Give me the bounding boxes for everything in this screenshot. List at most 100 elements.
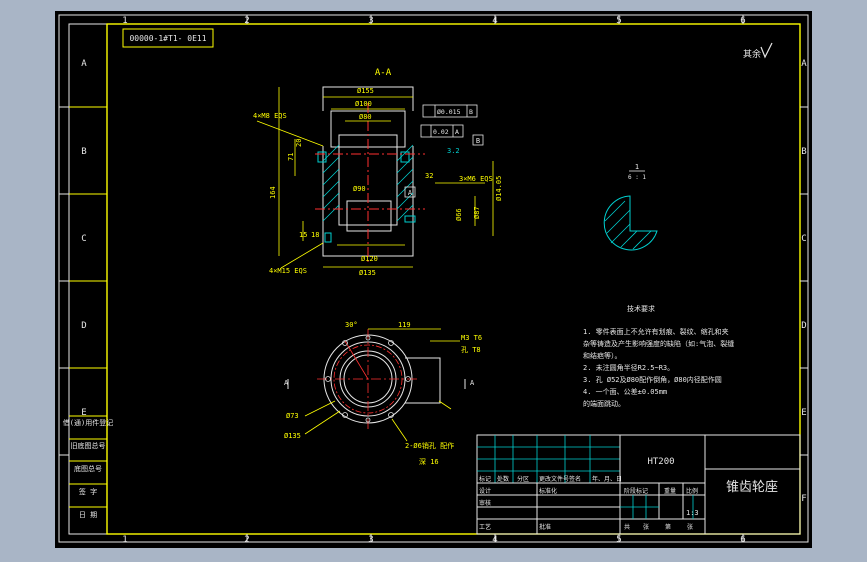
drawing-sheet: 1 2 3 4 5 6 1 2 3 4 5 6 A B C D E A B C …	[58, 14, 809, 545]
detail-label: 1	[635, 163, 639, 171]
zone-row-b-left: B	[81, 147, 86, 157]
zone-col-1-bottom: 1	[122, 535, 127, 545]
tb-label-7: 标准化	[539, 487, 557, 495]
tb-label-14: 共	[624, 523, 630, 531]
dim-len15: 15	[299, 231, 307, 239]
drawing-code-text: 00000-1#T1- 0E11	[129, 34, 206, 43]
datum-a-label: A	[408, 189, 413, 197]
tech-line-1: 杂等铸造及产生影响强度的缺陷（如:气泡、裂缝	[583, 339, 734, 348]
tb-label-4: 签名	[569, 475, 581, 483]
zone-col-3-top: 3	[368, 16, 373, 26]
plan-depth-note: 深 16	[419, 457, 439, 466]
roughness-check-icon	[760, 42, 773, 59]
tb-label-9: 重量	[664, 487, 676, 495]
drawing-canvas[interactable]: 1 2 3 4 5 6 1 2 3 4 5 6 A B C D E A B C …	[55, 11, 812, 548]
zone-row-a-left: A	[81, 59, 87, 69]
gdt-tol1-ref: B	[469, 108, 473, 116]
dim-len20: 20	[295, 139, 303, 147]
tech-line-0: 1. 零件表面上不允许有划痕、裂纹、缩孔和夹	[583, 327, 729, 336]
drawing-code-box	[122, 28, 214, 48]
detail-view: 1 6 : 1	[603, 163, 658, 251]
zone-row-e-right: E	[801, 408, 806, 418]
plan-hole: 孔 T8	[461, 346, 481, 354]
dim-d120: Ø120	[361, 255, 378, 263]
section-label: A-A	[375, 68, 392, 78]
tb-label-13: 批准	[539, 523, 551, 531]
tb-label-10: 比例	[686, 487, 698, 495]
zone-col-4-top: 4	[492, 16, 497, 26]
plan-len119: 119	[398, 321, 411, 329]
zone-col-2-top: 2	[244, 16, 249, 26]
tb-label-6: 设计	[479, 487, 491, 495]
zone-col-1-top: 1	[122, 16, 127, 26]
plan-pin-note: 2-Ø6销孔 配作	[405, 441, 454, 450]
dim-len32: 32	[425, 172, 433, 180]
tech-line-4: 3. 孔 Ø52及Ø80配作倒角，Ø80内径配作圆	[583, 375, 722, 384]
plan-m3: M3 T6	[461, 334, 482, 342]
zone-row-f-right: F	[801, 494, 806, 504]
zone-row-d-right: D	[801, 321, 806, 331]
detail-ratio: 6 : 1	[628, 174, 646, 181]
dim-d14: Ø14.05	[495, 176, 503, 201]
datum-a-box	[404, 186, 416, 198]
tech-line-6: 的端面跳动。	[583, 399, 625, 408]
tb-label-17: 张	[687, 523, 693, 531]
tb-label-12: 工艺	[479, 523, 491, 531]
dim-d90: Ø90	[353, 185, 366, 193]
outer-frame	[58, 14, 809, 543]
gdt-frame-2: 0.02 A	[420, 124, 464, 138]
dim-d80: Ø80	[359, 113, 372, 121]
dim-d135: Ø135	[359, 269, 376, 277]
plan-angle: 30°	[345, 321, 358, 329]
zone-row-e-left: E	[81, 408, 86, 418]
gdt-tol1: Ø0.015	[437, 108, 461, 116]
dim-len71: 71	[287, 153, 295, 161]
tech-line-3: 2. 未注圆角半径R2.5~R3。	[583, 363, 674, 372]
zone-col-6-bottom: 6	[740, 535, 745, 545]
tech-line-2: 和结疤等）。	[583, 351, 622, 360]
roughness-value: 3.2	[447, 147, 460, 155]
side-table-cell-4: 日 期	[79, 511, 97, 519]
tb-material: HT200	[647, 457, 674, 467]
zone-row-d-left: D	[81, 321, 86, 331]
plan-view	[287, 329, 466, 429]
section-view	[315, 86, 425, 263]
zone-col-5-top: 5	[616, 16, 621, 26]
dim-d66: Ø66	[455, 208, 463, 221]
datum-b-box	[472, 134, 484, 146]
dim-d87: Ø87	[473, 206, 481, 219]
zone-row-b-right: B	[801, 147, 806, 157]
cut-mark-a-right: A	[470, 379, 475, 387]
dim-m6: 3×M6 EQS	[459, 175, 493, 183]
tb-scale: 1:3	[686, 509, 699, 517]
dim-d100: Ø100	[355, 100, 372, 108]
dim-len18: 18	[311, 231, 319, 239]
zone-row-c-right: C	[801, 234, 806, 244]
dim-len164: 164	[269, 186, 277, 199]
side-table-cell-2: 底图总号	[74, 464, 102, 473]
zone-col-6-top: 6	[740, 16, 745, 26]
side-table-cell-0: 借(通)用件登记	[63, 418, 113, 427]
dim-m8: 4×M8 EQS	[253, 112, 287, 120]
tb-label-0: 标记	[479, 475, 491, 483]
zone-row-c-left: C	[81, 234, 86, 244]
tb-label-8: 阶段标记	[624, 487, 648, 495]
tb-label-16: 第	[665, 523, 671, 531]
dim-m15: 4×M15 EQS	[269, 267, 307, 275]
zone-col-5-bottom: 5	[616, 535, 621, 545]
gdt-tol2-ref: A	[455, 128, 459, 136]
plan-d73: Ø73	[286, 412, 299, 420]
zone-col-3-bottom: 3	[368, 535, 373, 545]
tb-label-5: 年、月、日	[592, 475, 622, 483]
drawing-border	[106, 23, 801, 535]
tb-label-3: 更改文件号	[539, 475, 569, 483]
tech-line-5: 4. 一个面、公差±0.05mm	[583, 387, 667, 396]
side-table-cell-1: 旧底图总号	[71, 441, 106, 450]
dim-d155: Ø155	[357, 87, 374, 95]
tb-label-15: 张	[643, 523, 649, 531]
tb-part-name: 锥齿轮座	[726, 480, 778, 495]
plan-d135: Ø135	[284, 432, 301, 440]
title-block	[476, 434, 801, 535]
rough-note: 其余	[743, 48, 761, 60]
